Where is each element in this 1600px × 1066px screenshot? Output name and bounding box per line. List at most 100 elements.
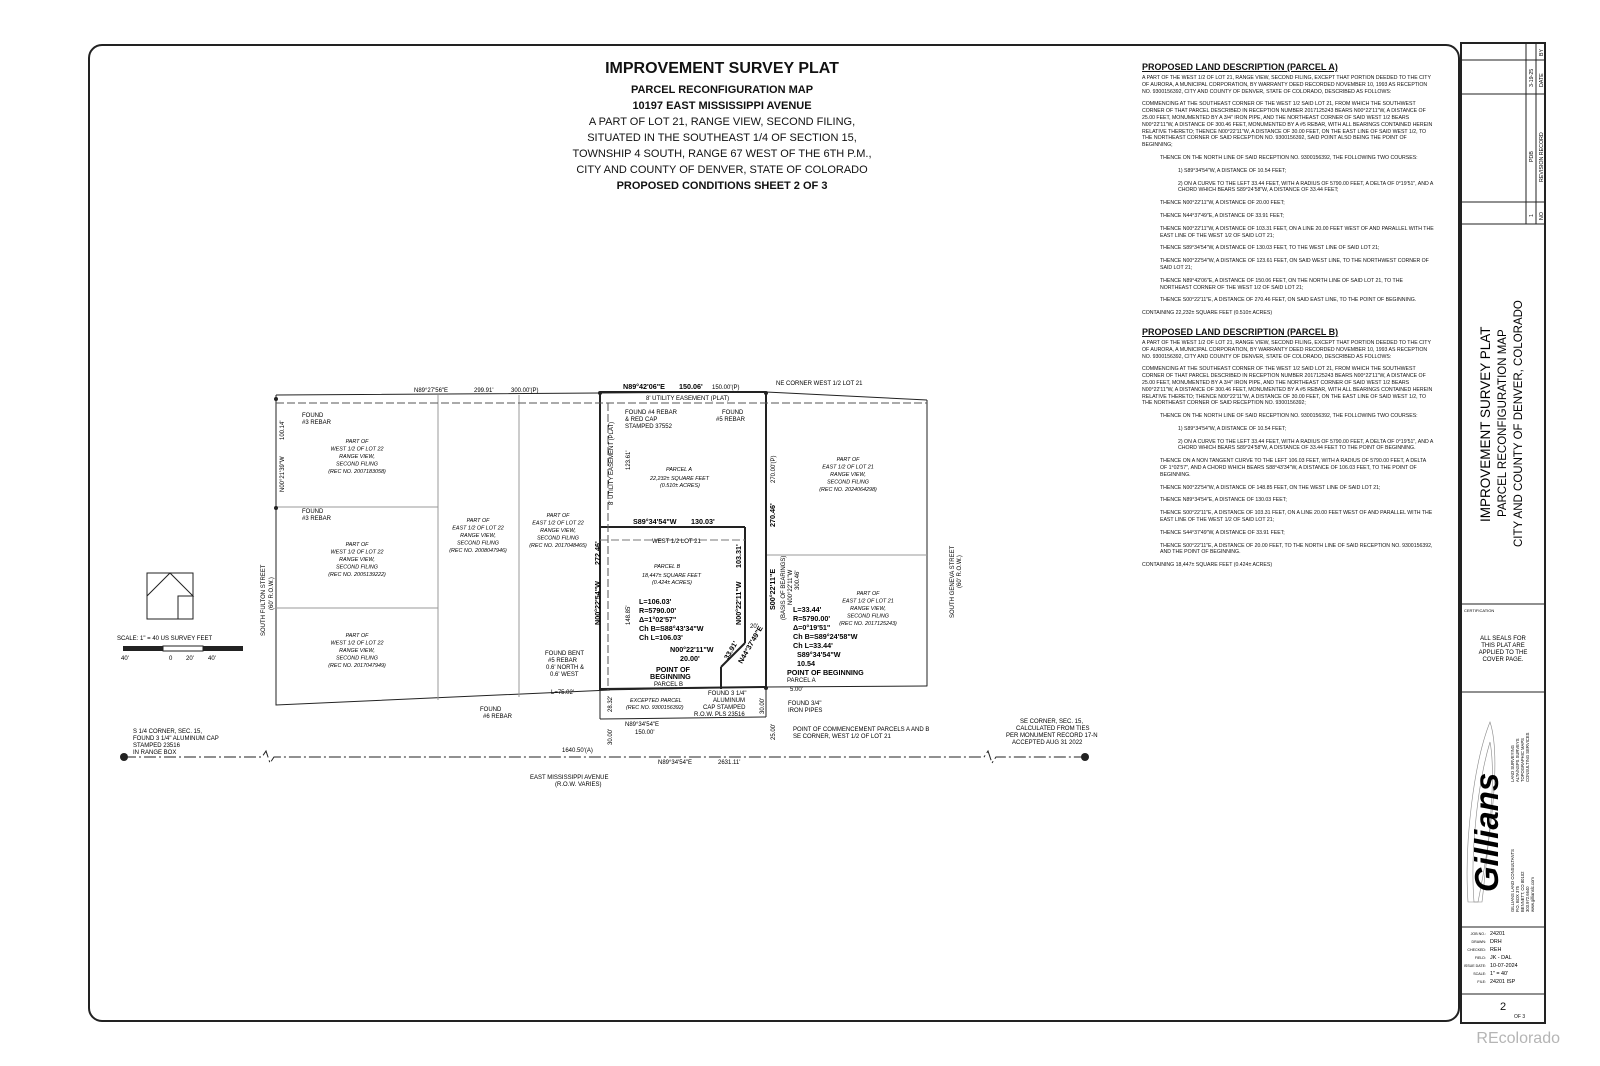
lot-label-line: RANGE VIEW, [460,533,496,539]
seg-dist: 20.00' [680,654,700,663]
lot-label-line: EAST 1/2 OF LOT 22 [532,521,583,527]
east-bearing: S00°22'11"E [768,569,777,610]
scale-tick: 40' [121,656,129,662]
company-address: GILLIANS LAND CONSULTANTS [1510,849,1515,912]
found-bent-label: #5 REBAR [548,658,578,664]
five-ft: 5.00' [790,687,803,693]
lot-label-line: (REC NO. 2017047949) [328,663,386,669]
seg-a-dist: 10.54 [797,659,815,668]
lot-label-line: EAST 1/2 OF LOT 22 [452,526,503,532]
section-dist: 2631.11' [718,760,740,766]
lot-label-line: RANGE VIEW, [339,557,375,563]
seg-a-bearing: S89°34'54"W [797,650,841,659]
scale-tick: 40' [208,656,216,662]
parcel-a-paragraph: THENCE N89°42'06"E, A DISTANCE OF 150.06… [1160,277,1403,291]
tb-info-value: 24201 ISP [1490,979,1516,985]
title-block [1460,42,1546,1024]
south-geneva-row: (60' R.O.W.) [957,555,963,588]
sheet-number: 2 [1500,1001,1507,1013]
lot-label-line: PART OF [346,633,370,639]
pob-b-label: BEGINNING [650,672,691,681]
twenty-ft: 20' [750,624,758,630]
parcel-a-acres: (0.510± ACRES) [660,483,700,489]
parcel-b-paragraph: THENCE ON THE NORTH LINE OF SAID RECEPTI… [1160,413,1418,420]
company-service: LAND SURVEYING [1510,745,1515,782]
plat-subtitle: PARCEL RECONFIGURATION MAP [630,84,814,96]
curve-a-line: Ch B=S89°24'58"W [793,632,858,641]
s14-corner-monument [120,753,128,761]
parcel-b-paragraph: COMMENCING AT THE SOUTHEAST CORNER OF TH… [1142,366,1433,407]
s14-corner-label: FOUND 3 1/4" ALUMINUM CAP [133,736,219,742]
parcel-a-paragraph: THENCE S89°34'54"W, A DISTANCE OF 130.03… [1160,245,1380,252]
sheet-of: OF 3 [1514,1014,1526,1020]
south-geneva-street: SOUTH GENEVA STREET [950,545,956,618]
parcel-a-paragraph: THENCE ON THE NORTH LINE OF SAID RECEPTI… [1160,154,1418,161]
basis-dist: 300.46' [795,571,801,591]
split-bearing: S89°34'54"W [633,517,677,526]
company-address: P.O. BOX 375 [1515,885,1520,912]
dist-123-61: 123.61' [626,451,632,471]
parcel-b-area: 18,447± SQUARE FEET [642,573,702,579]
scale-bar-white [162,645,204,652]
east-dist-p: 270.00'(P) [771,456,777,484]
se-corner-label: SE CORNER, SEC. 15, [1020,719,1083,725]
excepted-parcel-label: (REC NO. 9300156392) [626,705,684,711]
company-address: BENNETT, CO 80102 [1520,871,1525,912]
cert-text: APPLIED TO THE [1479,650,1528,656]
se-corner-label: CALCULATED FROM TIES [1016,726,1089,732]
iron-pipe-marker [764,686,768,690]
parcel-b-paragraph: CONTAINING 18,447± SQUARE FEET (0.424± A… [1142,562,1273,569]
tb-project-subtitle: PARCEL RECONFIGURATION MAP [1497,329,1509,517]
parcel-a-paragraph: THENCE N44°37'49"E, A DISTANCE OF 33.91 … [1160,212,1284,219]
found-rebar-marker [598,391,602,395]
top-bearing-west: N89°27'56"E [414,388,448,394]
cert-text: COVER PAGE. [1483,657,1524,663]
excepted-south-line [599,716,767,720]
l-75-label: L=75.02' [551,690,574,696]
found-iron-label: FOUND 3/4" [788,701,821,707]
section-line [124,749,1085,765]
tb-info-key: FIELD: [1475,956,1486,960]
title-block-drawing: BY 3-19-25 DATE PDB REVISION RECORD 1 NO… [1460,42,1546,995]
parcel-south-line [599,686,767,690]
curve-b-line: Ch B=S88°43'34"W [639,624,704,633]
found-alum-label: FOUND 3 1/4" [708,691,746,697]
lot-label-line: WEST 1/2 OF LOT 22 [331,641,384,647]
parcel-b-paragraph: THENCE S44°37'49"W, A DISTANCE OF 33.91 … [1160,529,1285,536]
scale-bar: SCALE: 1" = 40 US SURVEY FEET 40' 0 20' … [117,636,243,662]
lot-label-line: RANGE VIEW, [339,454,375,460]
company-address: www.gillianslc.com [1530,877,1535,912]
tb-info-key: JOB NO.: [1471,932,1486,936]
s14-corner-label: STAMPED 23516 [133,743,181,749]
plat-desc-4: CITY AND COUNTY OF DENVER, STATE OF COLO… [576,164,868,176]
pob-a-label: POINT OF BEGINNING [787,668,864,677]
company-address: 303.972.6640 [1525,886,1530,912]
plat-desc-3: TOWNSHIP 4 SOUTH, RANGE 67 WEST OF THE 6… [572,148,872,160]
split-dist: 130.03' [691,517,715,526]
parcel-a-heading: PROPOSED LAND DESCRIPTION (PARCEL A) [1142,62,1338,72]
dist-148-85: 148.85' [626,606,632,626]
curve-a-line: L=33.44' [793,605,822,614]
lot-label-line: EAST 1/2 OF LOT 21 [842,599,893,605]
east-mississippi-avenue: EAST MISSISSIPPI AVENUE [530,775,608,781]
curve-a-line: Ch L=33.44' [793,641,833,650]
cert-text: THIS PLAT ARE [1481,643,1524,649]
company-logo-text: Gillians [1468,773,1505,892]
tb-info-key: CHECKED: [1467,948,1486,952]
found-bent-label: 0.6' NORTH & [546,665,584,671]
found-iron-label: IRON PIPES [788,708,822,714]
parcel-b-paragraph: THENCE S00°22'11"E, A DISTANCE OF 103.31… [1160,510,1433,524]
lot-label-line: EAST 1/2 OF LOT 21 [822,465,873,471]
parcel-a-paragraph: THENCE S00°22'11"E, A DISTANCE OF 270.46… [1160,297,1417,304]
dist-30-left: 30.00' [608,729,614,745]
certification-label: CERTIFICATION [1464,608,1494,613]
plat-desc-2: SITUATED IN THE SOUTHEAST 1/4 OF SECTION… [587,132,857,144]
lot21-north-dist-p: 150.00'(P) [712,385,740,391]
pob-b-label: PARCEL B [654,682,683,688]
curve-b-line: L=106.03' [639,597,672,606]
bottom-bearing: N89°34'54"E [625,722,659,728]
lot-label-line: RANGE VIEW, [540,528,576,534]
dist-30-right: 30.00' [760,698,766,714]
south-fulton-street: SOUTH FULTON STREET [261,564,267,636]
s14-corner-label: S 1/4 CORNER, SEC. 15, [133,729,202,735]
